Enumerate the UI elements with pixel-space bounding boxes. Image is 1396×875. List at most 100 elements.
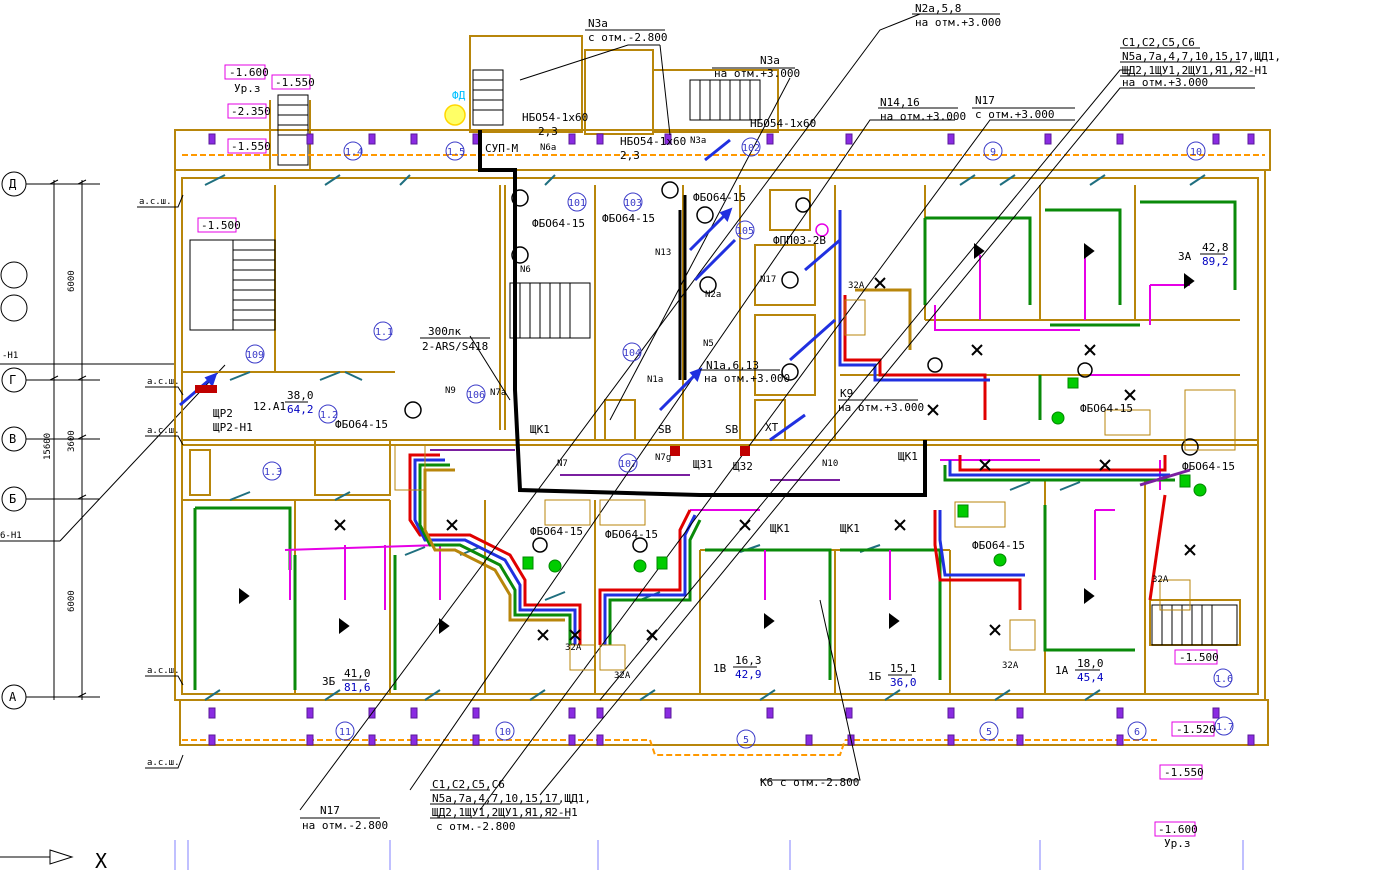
callout-clist-bot-1: С1,С2,С5,С6 (432, 778, 505, 791)
level-1600-top-sub: Ур.з (234, 82, 261, 95)
room-num-104: 104 (623, 348, 641, 359)
callout-n3a-mid: N3а (760, 54, 780, 67)
circuit-n7: N7 (557, 459, 568, 469)
level-1600-bottom-sub: Ур.з (1164, 837, 1191, 850)
fixture-fbo-8: ФБО64-15 (1182, 460, 1235, 473)
room-num-1-3: 1.3 (264, 467, 282, 478)
callout-n3a-top: N3а (588, 17, 608, 30)
circuit-n10: N10 (822, 459, 838, 469)
callout-clist-top-4: на отм.+3.000 (1122, 76, 1208, 89)
panel-shr2-sub: ЩР2-Н1 (213, 421, 253, 434)
circuit-32a-2: 32А (614, 671, 631, 681)
panel-shk1-c: ЩК1 (770, 522, 790, 535)
callout-clist-bot-2: N5а,7а,4,7,10,15,17,ЩД1, (432, 792, 591, 805)
fixture-nbo-mid: НБО54-1х60 (620, 135, 686, 148)
circuit-n5: N5 (703, 339, 714, 349)
callout-n17-bot-sub: на отм.-2.800 (302, 819, 388, 832)
room-num-1-5: 1.5 (447, 147, 465, 158)
circuit-n1a: N1а (647, 375, 663, 385)
building-walls (174, 35, 1271, 746)
wiring-green (193, 200, 1237, 690)
devices (404, 104, 1199, 553)
apt-1b-area: 15,1 (890, 662, 917, 675)
axis-label-a: А (9, 690, 17, 704)
columns (208, 133, 1255, 746)
apt-1a-code: 1А (1055, 664, 1069, 677)
apt-12a1-total: 64,2 (287, 403, 314, 416)
fixture-nbo-left-sub: 2,3 (538, 125, 558, 138)
axis-label-b: Б (9, 492, 16, 506)
green-markers (522, 377, 1207, 573)
circuit-32a-1: 32А (565, 643, 582, 653)
circuit-n7a: N7а (490, 388, 506, 398)
apartment-labels (285, 253, 1225, 681)
circuit-n9: N9 (445, 386, 456, 396)
apt-1v-code: 1В (713, 662, 727, 675)
apt-3b-code: 3Б (322, 675, 336, 688)
room-num-b-10: 10 (499, 727, 511, 738)
panel-sb2: SB (725, 423, 739, 436)
apt-3b-total: 81,6 (344, 681, 371, 694)
circuit-n13: N13 (655, 248, 671, 258)
callout-underlines (300, 13, 1255, 819)
axis-label-g: Г (9, 373, 16, 387)
room-num-1-1: 1.1 (375, 327, 393, 338)
panel-shk1-b: ЩК1 (898, 450, 918, 463)
callout-n2a58-sub: на отм.+3.000 (915, 16, 1001, 29)
circuit-n6: N6 (520, 265, 531, 275)
h1-label: -Н1 (2, 351, 18, 361)
callout-n1416-sub: на отм.+3.000 (880, 110, 966, 123)
circuit-labels: N6а N6 N5 N13 N9 N7а N7 N7g N10 N17 N2а … (445, 136, 1169, 681)
callout-lamp-sub: 2-ARS/S418 (422, 340, 488, 353)
apt-1b-total: 36,0 (890, 676, 917, 689)
circuit-n17-a: N17 (760, 275, 776, 285)
callout-k6: К6 с отм.-2.800 (760, 776, 859, 789)
level-1550-top: -1.550 (275, 76, 315, 89)
grounding-label-5: а.с.ш. (147, 758, 180, 768)
callout-n17-top: N17 (975, 94, 995, 107)
callout-n17-top-sub: с отм.+3.000 (975, 108, 1054, 121)
callout-n2a58: N2а,5,8 (915, 2, 961, 15)
b-h1-label: 6-Н1 (0, 531, 22, 541)
callout-clist-bot-3: ЩД2,1ЩУ1,2ЩУ1,Я1,Я2-Н1 (432, 806, 578, 819)
panel-shr2: ЩР2 (213, 407, 233, 420)
fixture-fbo-5: ФБО64-15 (530, 525, 583, 538)
grid-axes (0, 171, 226, 865)
room-num-101: 101 (568, 198, 586, 209)
callout-lamp: 300лк (428, 325, 461, 338)
room-num-b-5b: 5 (986, 727, 992, 738)
fixture-nbo-mid-sub: 2,3 (620, 149, 640, 162)
room-num-102: 102 (742, 143, 760, 154)
callout-n1416: N14,16 (880, 96, 920, 109)
level-1520: -1.520 (1176, 723, 1216, 736)
callout-clist-top-2: N5а,7а,4,7,10,15,17,ЩД1, (1122, 50, 1281, 63)
grounding-leaders (137, 194, 184, 769)
plumbing-fixtures (394, 299, 1236, 671)
callout-clist-top-1: С1,С2,С5,С6 (1122, 36, 1195, 49)
apt-3a-area: 42,8 (1202, 241, 1229, 254)
apt-1b-code: 1Б (868, 670, 882, 683)
circuit-n6a: N6а (540, 143, 556, 153)
circuit-32a-3: 32А (1002, 661, 1019, 671)
room-num-b-5a: 5 (743, 735, 749, 746)
circuit-n3a: N3а (690, 136, 706, 146)
room-num-1-4: 1.4 (345, 147, 363, 158)
level-1500-left: -1.500 (201, 219, 241, 232)
apt-12a1-code: 12.А1 (253, 400, 286, 413)
apt-3b-area: 41,0 (344, 667, 371, 680)
apt-1v-total: 42,9 (735, 668, 762, 681)
windows (204, 174, 1206, 701)
callout-k9: К9 (840, 387, 853, 400)
fixture-fbo-3: ФБО64-15 (693, 191, 746, 204)
dim-6000-bottom: 6000 (67, 590, 77, 612)
apt-3a-total: 89,2 (1202, 255, 1229, 268)
dim-6000-top: 6000 (67, 270, 77, 292)
room-number-circles (245, 137, 1234, 749)
apt-1v-area: 16,3 (735, 654, 762, 667)
panel-shz1: ЩЗ1 (693, 458, 713, 471)
callout-n3a-mid-sub: на отм.+3.000 (714, 67, 800, 80)
fixture-nbo-right: НБО54-1х60 (750, 117, 816, 130)
panel-shk1: ЩК1 (530, 423, 550, 436)
callout-n1a613: N1а,6,13 (706, 359, 759, 372)
